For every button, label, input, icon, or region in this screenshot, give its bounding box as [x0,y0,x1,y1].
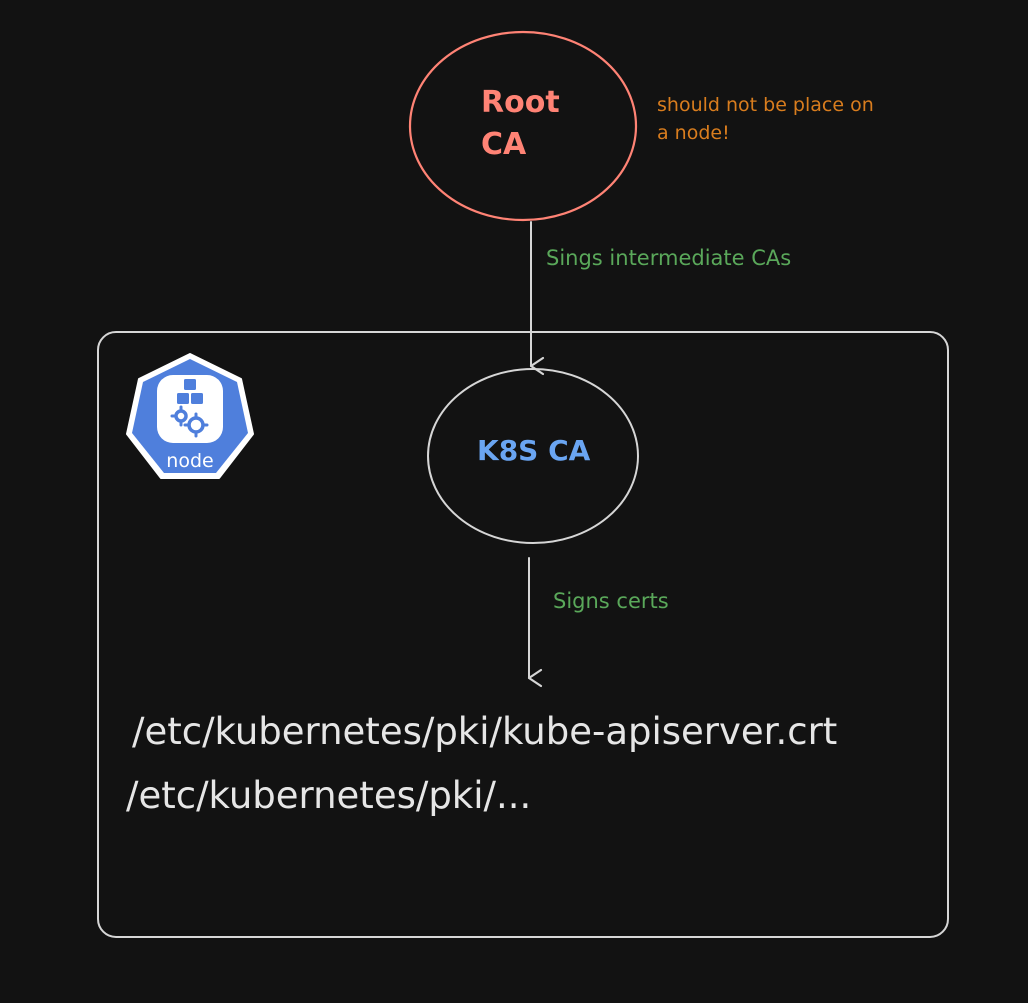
node-icon-label: node [166,450,213,472]
edge-label-signs-certs: Signs certs [553,589,669,613]
edge-label-sings-intermediate: Sings intermediate CAs [546,246,792,270]
cert-path-others: /etc/kubernetes/pki/... [126,774,532,817]
root-note-line1: should not be place on [657,94,874,116]
k8s-ca-label: K8S CA [477,434,591,467]
root-ca-label-line2: CA [481,127,527,162]
root-note-line2: a node! [657,122,730,144]
root-ca-warning-note: should not be place on a node! [657,91,874,147]
kubernetes-node-icon: node [126,353,254,479]
root-ca-label: Root CA [481,82,560,166]
cert-path-apiserver: /etc/kubernetes/pki/kube-apiserver.crt [132,710,838,753]
root-ca-label-line1: Root [481,85,560,120]
root-ca-ellipse [408,30,638,222]
node-container [97,331,949,938]
